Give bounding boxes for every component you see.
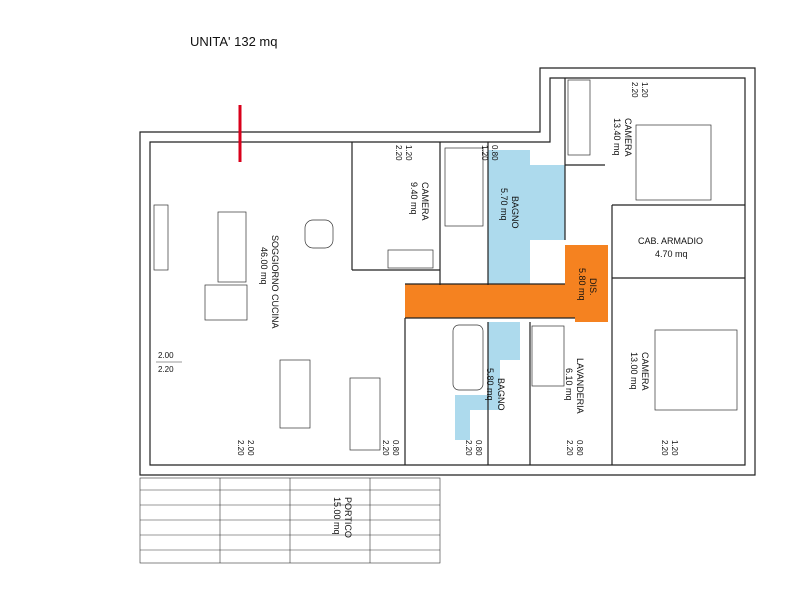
room-cab-armadio: CAB. ARMADIO 4.70 mq xyxy=(638,236,703,259)
room-area: 13.40 mq xyxy=(612,118,622,156)
unit-title: UNITA' 132 mq xyxy=(190,34,278,49)
svg-text:2.00: 2.00 xyxy=(246,440,255,456)
room-area: 4.70 mq xyxy=(655,249,688,259)
svg-text:2.00: 2.00 xyxy=(158,351,174,360)
room-name: SOGGIORNO CUCINA xyxy=(270,235,280,329)
room-area: 6.10 mq xyxy=(564,368,574,401)
room-name: CAMERA xyxy=(623,118,633,157)
room-area: 9.40 mq xyxy=(409,182,419,215)
room-portico: PORTICO 15.00 mq xyxy=(332,497,353,538)
svg-text:2.20: 2.20 xyxy=(381,440,390,456)
room-name: PORTICO xyxy=(343,497,353,538)
svg-text:2.20: 2.20 xyxy=(565,440,574,456)
room-soggiorno: SOGGIORNO CUCINA 46.00 mq xyxy=(259,235,280,329)
kitchen-island-icon xyxy=(349,377,381,451)
dim-bottom-1: 2.00 2.20 xyxy=(236,440,255,456)
dining-table-icon xyxy=(279,359,311,429)
room-bagno-top: BAGNO 5.70 mq xyxy=(499,188,520,229)
sofa-icon xyxy=(204,211,248,321)
svg-text:2.20: 2.20 xyxy=(394,145,403,161)
svg-text:2.20: 2.20 xyxy=(660,440,669,456)
svg-text:2.20: 2.20 xyxy=(158,365,174,374)
room-dis: DIS. 5.80 mq xyxy=(577,268,598,301)
dim-bottom-4: 0.80 2.20 xyxy=(565,440,584,456)
exterior-walls xyxy=(139,67,756,476)
svg-text:1.20: 1.20 xyxy=(404,145,413,161)
svg-text:1.20: 1.20 xyxy=(640,82,649,98)
room-area: 46.00 mq xyxy=(259,247,269,285)
room-area: 5.80 mq xyxy=(577,268,587,301)
room-name: DIS. xyxy=(588,278,598,296)
svg-text:1.20: 1.20 xyxy=(670,440,679,456)
svg-text:2.20: 2.20 xyxy=(630,82,639,98)
porch-pergola xyxy=(139,477,441,564)
room-name: CAMERA xyxy=(640,352,650,391)
room-name: CAMERA xyxy=(420,182,430,221)
svg-text:0.80: 0.80 xyxy=(474,440,483,456)
room-name: LAVANDERIA xyxy=(575,358,585,414)
svg-text:0.80: 0.80 xyxy=(575,440,584,456)
svg-text:0.80: 0.80 xyxy=(391,440,400,456)
corridor-fill xyxy=(405,245,608,322)
room-area: 5.70 mq xyxy=(499,188,509,221)
bathtub-icon xyxy=(452,324,484,391)
room-area: 13.00 mq xyxy=(629,352,639,390)
dim-bottom-5: 1.20 2.20 xyxy=(660,440,679,456)
dim-bottom-2: 0.80 2.20 xyxy=(381,440,400,456)
room-name: BAGNO xyxy=(496,378,506,411)
room-camera-small: CAMERA 9.40 mq xyxy=(409,182,430,221)
room-camera-tr: CAMERA 13.40 mq xyxy=(612,118,633,157)
room-area: 5.80 mq xyxy=(485,368,495,401)
svg-text:2.20: 2.20 xyxy=(464,440,473,456)
room-name: CAB. ARMADIO xyxy=(638,236,703,246)
dim-top-2: 0.80 1.20 xyxy=(480,145,499,161)
bathroom-fill-top xyxy=(488,150,565,285)
shower-icon xyxy=(444,147,484,227)
svg-text:2.20: 2.20 xyxy=(236,440,245,456)
bed-icon xyxy=(635,124,738,411)
interior-walls xyxy=(351,78,745,465)
dim-left: 2.00 2.20 xyxy=(156,351,182,374)
stairs-icon xyxy=(387,249,434,269)
svg-text:1.20: 1.20 xyxy=(480,145,489,161)
dim-top-3: 1.20 2.20 xyxy=(630,82,649,98)
tv-unit-icon xyxy=(153,204,169,271)
room-camera-br: CAMERA 13.00 mq xyxy=(629,352,650,391)
dim-top-1: 1.20 2.20 xyxy=(394,145,413,161)
room-bagno-bottom: BAGNO 5.80 mq xyxy=(485,368,506,411)
armchair-icon xyxy=(304,219,334,249)
dim-bottom-3: 0.80 2.20 xyxy=(464,440,483,456)
svg-text:0.80: 0.80 xyxy=(490,145,499,161)
wardrobe-icon xyxy=(531,79,591,387)
bathroom-fill-bottom xyxy=(455,322,520,440)
room-name: BAGNO xyxy=(510,196,520,229)
room-lavanderia: LAVANDERIA 6.10 mq xyxy=(564,358,585,414)
room-area: 15.00 mq xyxy=(332,497,342,535)
